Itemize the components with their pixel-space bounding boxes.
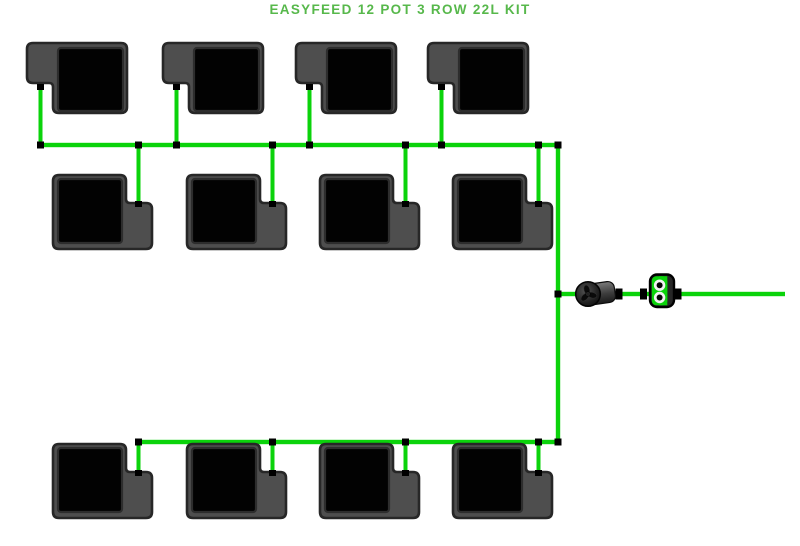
pot-feed-connector [135, 470, 142, 476]
junction-node [554, 290, 562, 298]
pot-opening [56, 46, 125, 113]
feed-line-row-1 [38, 142, 560, 148]
pot-r1-p3 [294, 41, 398, 115]
feed-line-row-3 [136, 439, 560, 445]
junction-node [306, 141, 313, 149]
feed-tube [38, 87, 43, 147]
junction-node [269, 141, 276, 149]
pot-opening [456, 446, 524, 514]
feed-tube [536, 442, 541, 471]
junction-node [402, 438, 409, 446]
pot-opening [56, 446, 124, 514]
junction-node [402, 141, 409, 149]
junction-node [269, 438, 276, 446]
junction-node [554, 438, 562, 446]
pot-feed-connector [306, 84, 313, 90]
pot-opening [325, 46, 394, 113]
pot-r1-p1 [25, 41, 129, 115]
junction-node [173, 141, 180, 149]
feed-tube [136, 145, 141, 203]
line-connector [640, 288, 647, 300]
line-connector [674, 288, 682, 300]
pot-opening [456, 177, 524, 245]
junction-node [554, 141, 562, 149]
pot-feed-connector [37, 84, 44, 90]
pot-feed-connector [269, 201, 276, 207]
feed-tube [439, 87, 444, 147]
junction-node [438, 141, 445, 149]
feed-tube [270, 442, 275, 471]
pot-opening [190, 177, 258, 245]
pot-feed-connector [402, 201, 409, 207]
pot-r3-p2 [185, 442, 288, 520]
pot-opening [56, 177, 124, 245]
pot-r2-p3 [318, 173, 421, 251]
pump-hub [585, 291, 591, 297]
inline-pump [574, 280, 617, 308]
junction-node [135, 141, 142, 149]
pot-opening [192, 46, 261, 113]
feed-tube [536, 145, 541, 203]
junction-node [37, 141, 44, 149]
valve-port [656, 282, 663, 289]
valve-green-face-edge [659, 276, 668, 306]
pot-feed-connector [135, 201, 142, 207]
pot-r1-p2 [161, 41, 265, 115]
diagram-title: EASYFEED 12 POT 3 ROW 22L KIT [269, 2, 531, 17]
pot-opening [190, 446, 258, 514]
valve-port [656, 294, 663, 301]
junction-node [535, 438, 542, 446]
junction-node [535, 141, 542, 149]
feed-tube [136, 442, 141, 471]
easyfeed-valve [648, 273, 676, 309]
pot-r2-p2 [185, 173, 288, 251]
pot-r3-p1 [51, 442, 154, 520]
pot-feed-connector [173, 84, 180, 90]
pot-r3-p3 [318, 442, 421, 520]
feed-tube [174, 87, 179, 147]
feed-tube [403, 442, 408, 471]
pot-opening [323, 177, 391, 245]
line-connector [615, 288, 623, 300]
pot-feed-connector [269, 470, 276, 476]
pot-feed-connector [535, 201, 542, 207]
pot-opening [323, 446, 391, 514]
pot-r3-p4 [451, 442, 554, 520]
pot-opening [457, 46, 526, 113]
junction-node [135, 438, 142, 446]
pot-feed-connector [402, 470, 409, 476]
pot-r1-p4 [426, 41, 530, 115]
feed-tube [403, 145, 408, 203]
pot-feed-connector [535, 470, 542, 476]
feed-tube [270, 145, 275, 203]
pot-r2-p4 [451, 173, 554, 251]
pot-feed-connector [438, 84, 445, 90]
feed-tube [307, 87, 312, 147]
pot-r2-p1 [51, 173, 154, 251]
